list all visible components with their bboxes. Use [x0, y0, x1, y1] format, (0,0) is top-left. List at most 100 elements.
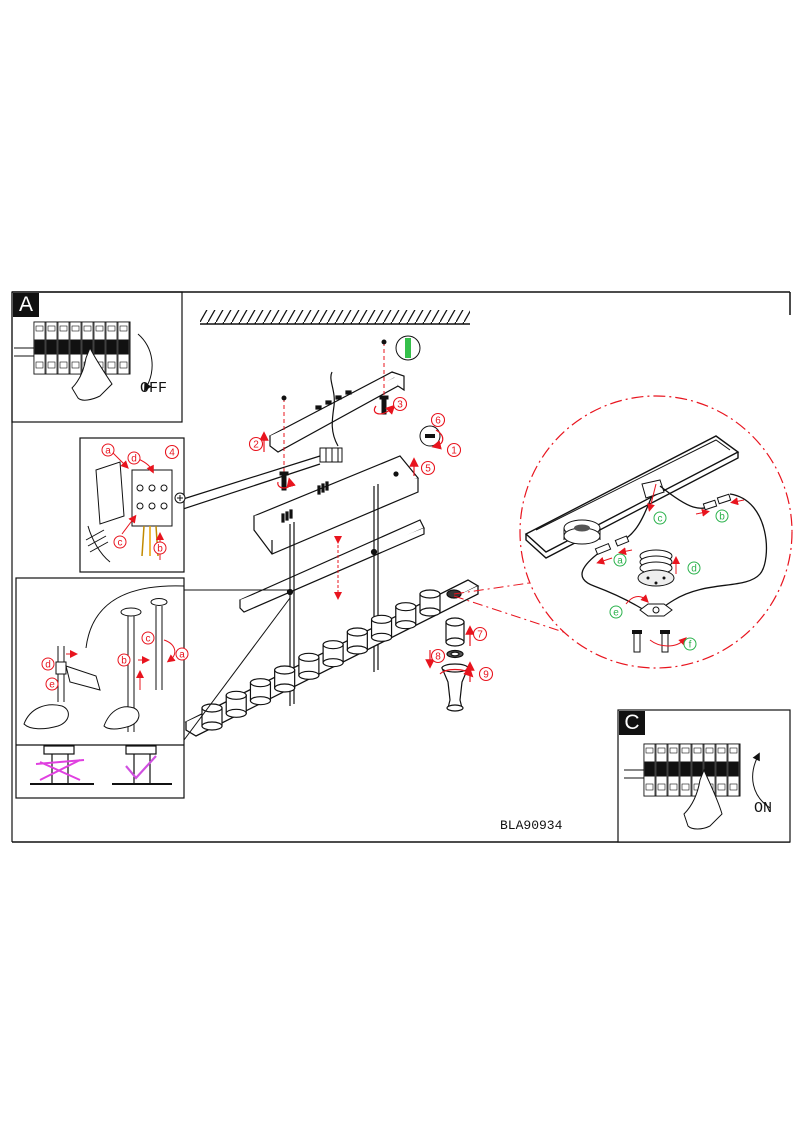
breaker-terminal	[717, 747, 726, 754]
breaker-terminal	[71, 325, 80, 332]
panel-c-letter: C	[619, 711, 645, 735]
svg-text:2: 2	[253, 440, 259, 451]
panel-c-switch-label: ON	[754, 800, 773, 817]
step-number-4: 4	[164, 444, 180, 460]
panel-a-switch-label: OFF	[140, 380, 168, 397]
circuit-breaker-c	[624, 743, 771, 830]
step-number-8: 8	[430, 648, 446, 664]
breaker-toggle	[70, 339, 81, 355]
assembly-arrows	[259, 404, 475, 682]
svg-text:6: 6	[435, 416, 441, 427]
svg-text:b: b	[157, 544, 163, 555]
breaker-toggle	[118, 339, 129, 355]
breaker-terminal	[693, 747, 702, 754]
cable-wrong-example	[16, 744, 184, 785]
breaker-terminal	[681, 783, 690, 791]
svg-text:d: d	[131, 454, 137, 465]
canopy-callout-c: c	[141, 631, 155, 645]
breaker-terminal	[657, 747, 666, 754]
connector-detail-circle	[453, 395, 793, 669]
connector-callout-d: d	[687, 561, 701, 575]
svg-text:a: a	[617, 556, 623, 567]
wiring-callout-a: a	[101, 443, 115, 457]
breaker-toggle	[46, 339, 57, 355]
connector-callout-e: e	[609, 605, 623, 619]
breaker-toggle	[680, 761, 691, 777]
breaker-terminal	[717, 783, 726, 791]
ceiling-hatch	[200, 310, 470, 325]
svg-text:e: e	[49, 680, 55, 691]
svg-text:c: c	[146, 634, 151, 645]
step-number-2: 2	[248, 436, 264, 452]
breaker-terminal	[729, 783, 738, 791]
spotlight	[322, 640, 344, 668]
breaker-terminal	[35, 361, 44, 369]
svg-text:e: e	[613, 608, 619, 619]
step-number-1: 1	[446, 442, 462, 458]
step-number-5: 5	[420, 460, 436, 476]
svg-text:9: 9	[483, 670, 489, 681]
svg-text:f: f	[689, 640, 692, 651]
breaker-terminal	[107, 361, 116, 369]
breaker-terminal	[669, 747, 678, 754]
breaker-terminal	[681, 747, 690, 754]
breaker-toggle	[692, 761, 703, 777]
spotlight-exploded	[441, 589, 469, 712]
breaker-terminal	[657, 783, 666, 791]
breaker-toggle	[716, 761, 727, 777]
wiring-detail-box	[79, 437, 186, 573]
end-cap-screw	[419, 425, 441, 447]
breaker-toggle	[656, 761, 667, 777]
connector-callout-b: b	[715, 509, 729, 523]
breaker-terminal	[59, 361, 68, 369]
screw-zoom-circle	[395, 335, 421, 361]
spotlight	[370, 614, 393, 642]
step-number-6: 6	[430, 412, 446, 428]
terminal-block	[179, 447, 343, 511]
canopy-callout-e: e	[45, 677, 59, 691]
step-number-9: 9	[478, 666, 494, 682]
step-number-7: 7	[472, 626, 488, 642]
canopy-callout-b: b	[117, 653, 131, 667]
breaker-terminal	[119, 325, 128, 332]
breaker-terminal	[59, 325, 68, 332]
breaker-terminal	[669, 783, 678, 791]
connector-callout-a: a	[613, 553, 627, 567]
breaker-toggle	[668, 761, 679, 777]
breaker-toggle	[106, 339, 117, 355]
spotlight	[201, 703, 223, 731]
connector-callout-c: c	[653, 511, 667, 525]
breaker-terminal	[705, 747, 714, 754]
connector-callout-f: f	[683, 637, 697, 651]
breaker-toggle	[728, 761, 739, 777]
wiring-callout-b: b	[153, 541, 167, 555]
mounting-bracket	[268, 371, 405, 453]
panel-a-letter: A	[13, 293, 39, 317]
canopy-callout-d: d	[41, 657, 55, 671]
canopy-callout-a: a	[175, 647, 189, 661]
panel-a-box	[11, 291, 183, 423]
cable-right-example	[112, 745, 172, 785]
svg-text:7: 7	[477, 630, 483, 641]
spotlight	[346, 627, 368, 655]
svg-text:b: b	[121, 656, 127, 667]
breaker-terminal	[107, 325, 116, 332]
svg-text:5: 5	[425, 464, 431, 475]
step-callouts: 1 2 3 4 5 6 7 8 9	[164, 396, 494, 682]
breaker-terminal	[119, 361, 128, 369]
breaker-toggle	[58, 339, 69, 355]
breaker-terminal	[83, 325, 92, 332]
svg-text:3: 3	[397, 400, 403, 411]
breaker-terminal	[95, 325, 104, 332]
breaker-toggle	[94, 339, 105, 355]
svg-text:c: c	[118, 538, 123, 549]
svg-text:a: a	[179, 650, 185, 661]
svg-text:1: 1	[451, 446, 457, 457]
breaker-terminal	[35, 325, 44, 332]
step-number-3: 3	[392, 396, 408, 412]
breaker-terminal	[729, 747, 738, 754]
spotlight-row	[201, 589, 441, 731]
breaker-terminal	[47, 325, 56, 332]
